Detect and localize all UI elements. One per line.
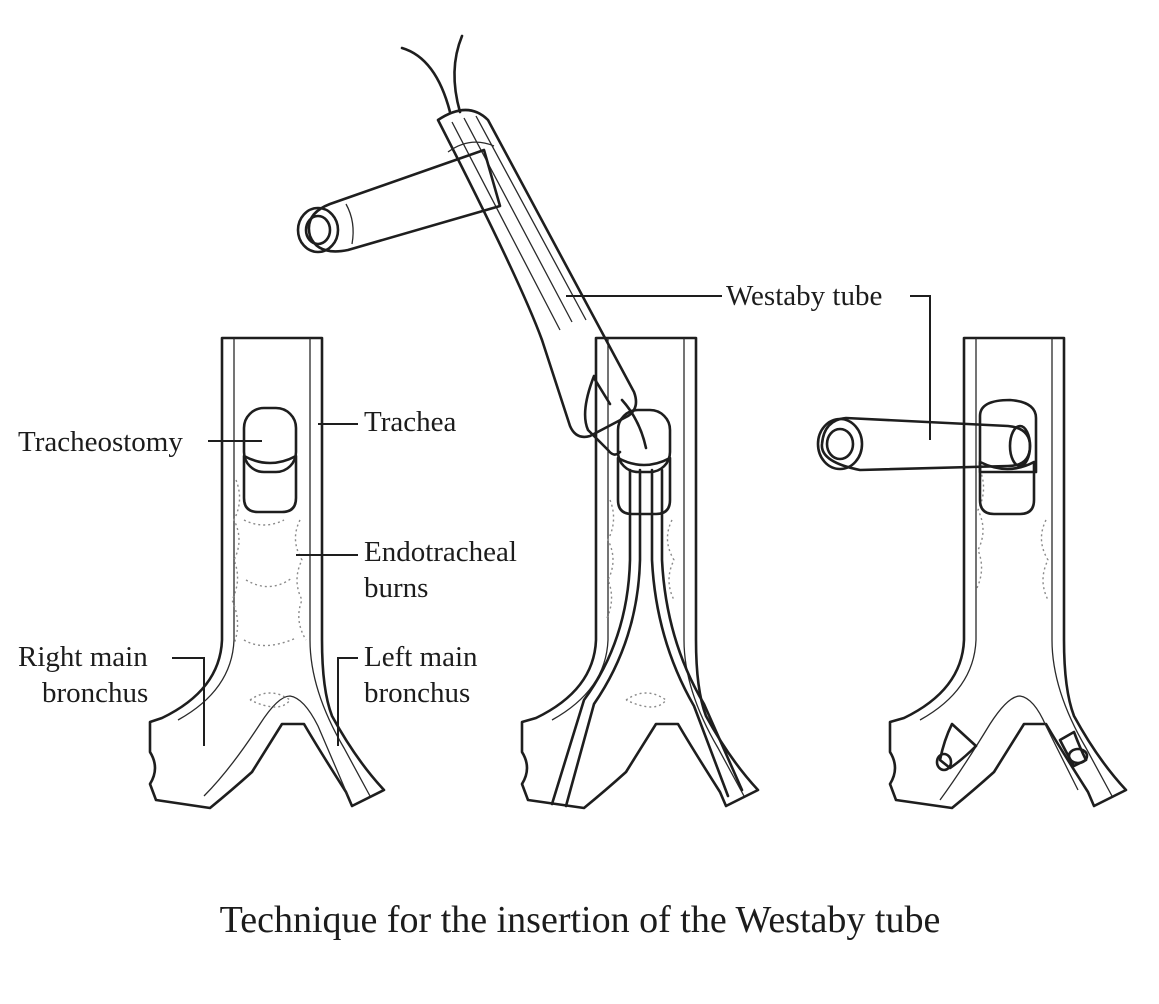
label-endotracheal-line1: Endotracheal bbox=[364, 536, 517, 568]
stoma-flap bbox=[242, 454, 298, 514]
leader-westaby-right bbox=[910, 295, 931, 440]
label-right-main-line1: Right main bbox=[18, 641, 148, 673]
tube-wire-1 bbox=[400, 46, 452, 114]
labels: Tracheostomy Trachea Endotracheal burns … bbox=[18, 280, 882, 709]
label-left-main-line1: Left main bbox=[364, 641, 478, 673]
label-left-main-line2: bronchus bbox=[364, 677, 470, 709]
stoma-flap-middle bbox=[616, 456, 672, 516]
tube-wire-2 bbox=[453, 34, 464, 114]
leader-left-main bbox=[337, 657, 358, 746]
trachea-panel-middle bbox=[296, 34, 760, 810]
trachea-panel-left bbox=[148, 336, 386, 810]
label-tracheostomy: Tracheostomy bbox=[18, 426, 183, 458]
trachea-body-right bbox=[888, 336, 1128, 810]
burn-texture-left bbox=[231, 479, 307, 708]
label-endotracheal-line2: burns bbox=[364, 572, 428, 604]
tube-limb-tip-right-bronchus bbox=[938, 722, 978, 770]
figure-caption: Technique for the insertion of the Westa… bbox=[220, 899, 941, 941]
label-trachea: Trachea bbox=[364, 406, 456, 438]
westaby-tube-inserting bbox=[296, 34, 648, 456]
tube-limb-tip-left-bronchus bbox=[1058, 730, 1088, 768]
label-westaby-tube: Westaby tube bbox=[726, 280, 882, 312]
trachea-body-middle bbox=[520, 336, 760, 810]
trachea-panel-right bbox=[816, 336, 1128, 810]
tracheostomy-opening-middle bbox=[616, 408, 672, 474]
westaby-tube-in-place bbox=[816, 416, 1032, 472]
leader-lines bbox=[172, 295, 931, 746]
label-right-main-line2: bronchus bbox=[42, 677, 148, 709]
leader-right-main bbox=[172, 657, 205, 746]
trachea-body-left bbox=[148, 336, 386, 810]
